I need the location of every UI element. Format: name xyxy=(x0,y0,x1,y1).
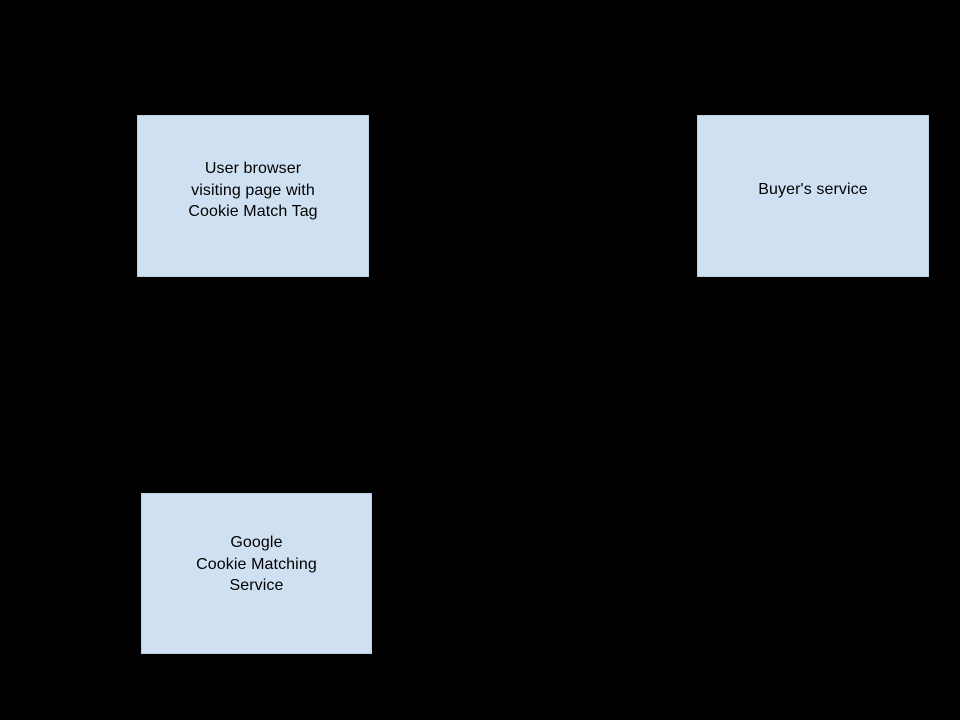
connector-user-browser-to-buyers-service xyxy=(369,195,697,196)
node-buyers-service[interactable]: Buyer's service xyxy=(697,115,929,277)
node-google-cookie-matching-service-label: Google Cookie Matching Service xyxy=(196,534,317,594)
connector-buyers-service-to-google-cookie-matching-service xyxy=(372,573,813,574)
node-user-browser-label: User browser visiting page with Cookie M… xyxy=(188,160,318,220)
node-google-cookie-matching-service[interactable]: Google Cookie Matching Service xyxy=(141,493,372,654)
node-user-browser[interactable]: User browser visiting page with Cookie M… xyxy=(137,115,369,277)
node-buyers-service-label: Buyer's service xyxy=(758,181,868,198)
connector-user-browser-to-google-cookie-matching-service xyxy=(253,277,254,493)
